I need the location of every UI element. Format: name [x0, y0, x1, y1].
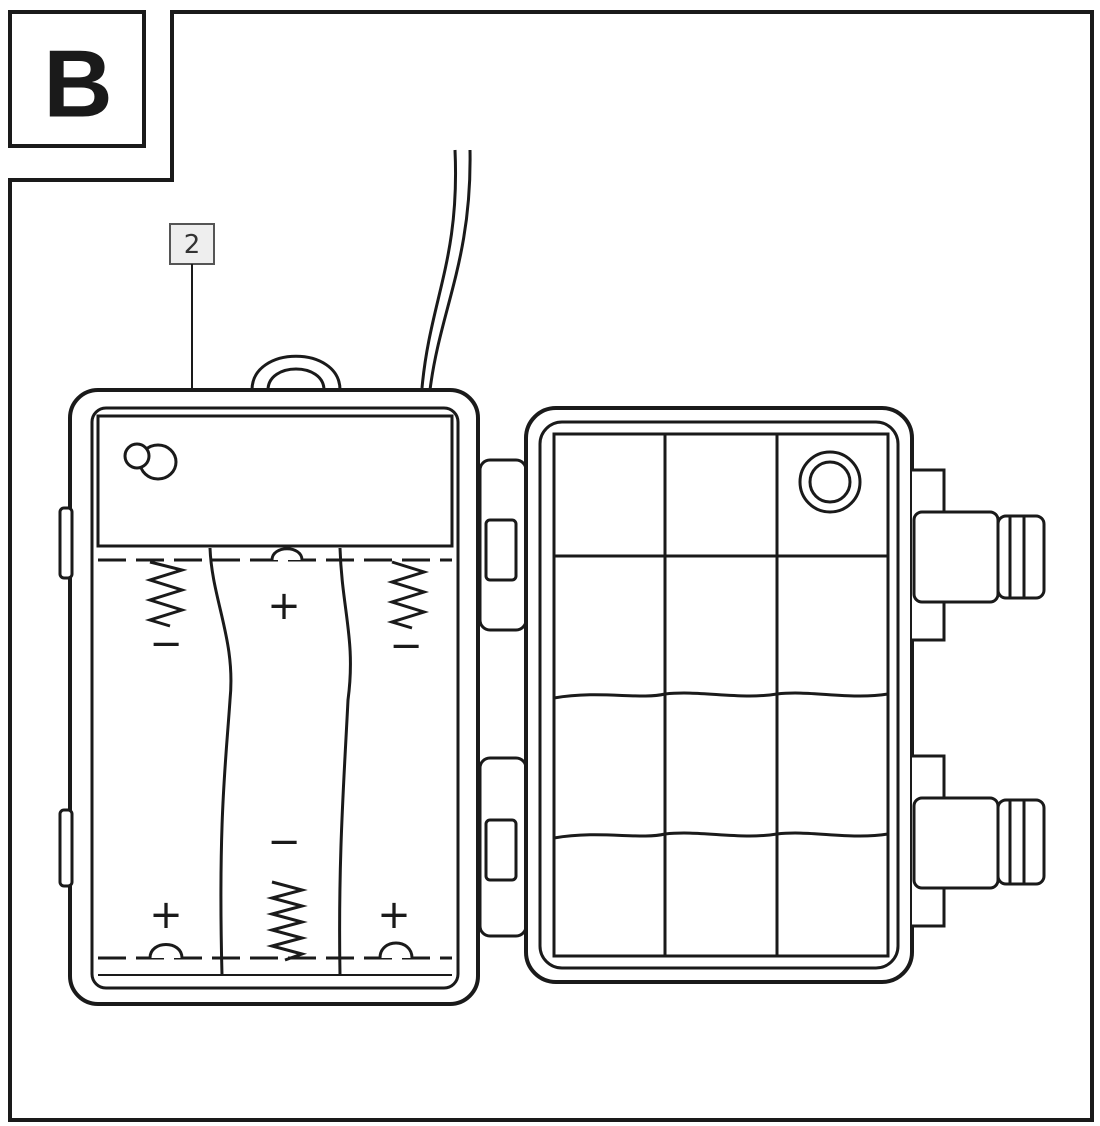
polarity-middle-bottom: − — [267, 819, 301, 865]
hinge-bottom — [478, 756, 528, 938]
polarity-right-top: − — [389, 623, 423, 669]
spring-top-right — [386, 560, 430, 630]
spring-top-left — [144, 560, 188, 628]
wire-2 — [428, 149, 472, 391]
figure-frame — [8, 10, 1094, 1122]
contact-top-middle — [270, 547, 304, 561]
lid-button — [798, 450, 862, 514]
panel-label: B — [43, 31, 112, 138]
contact-bottom-right — [378, 941, 414, 959]
contact-bottom-left — [148, 943, 184, 959]
battery-compartment — [58, 388, 480, 1006]
wire-1 — [420, 149, 458, 389]
latch-top — [912, 468, 1046, 642]
panel-label-box — [8, 10, 146, 148]
screw-hole — [123, 442, 178, 481]
spring-bottom-middle — [266, 880, 308, 962]
polarity-left-top: − — [149, 621, 183, 667]
callout-box — [169, 223, 215, 265]
latch-bottom — [912, 754, 1046, 928]
polarity-right-bottom: + — [377, 892, 411, 938]
cable-grommet — [250, 354, 342, 392]
polarity-middle-top: + — [267, 583, 301, 629]
callout-number: 2 — [184, 230, 201, 260]
hinge-top — [478, 458, 528, 632]
polarity-left-bottom: + — [149, 892, 183, 938]
lid — [524, 406, 914, 984]
